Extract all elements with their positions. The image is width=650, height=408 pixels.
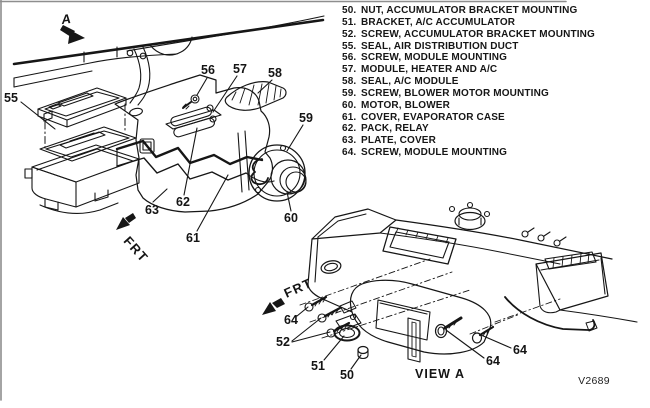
evaporator-case [24,144,140,214]
part-number: 58. [342,76,357,88]
heater-opening [382,226,457,265]
part-number: 60. [342,99,357,111]
cowl-panel [307,208,638,323]
callout-64-right-upper: 64 [513,342,527,357]
evaporator-end-box [535,251,609,314]
accumulator-bracket [333,300,362,342]
part-name: NUT, ACCUMULATOR BRACKET MOUNTING [361,5,578,16]
parts-list-item: 58. SEAL, A/C MODULE [342,76,642,88]
relay-pack [165,104,222,138]
leader-lines-view-a [291,306,512,370]
parts-list-item: 59. SCREW, BLOWER MOTOR MOUNTING [342,88,642,100]
parts-list-item: 50. NUT, ACCUMULATOR BRACKET MOUNTING [342,5,642,17]
part-name: COVER, EVAPORATOR CASE [361,111,505,123]
part-number: 55. [342,40,357,52]
part-name: SCREW, MODULE MOUNTING [361,147,508,159]
section-a-label: A [60,10,72,28]
parts-list-item: 56. SCREW, MODULE MOUNTING [342,52,642,64]
ac-module-seal [224,81,287,111]
parts-list-item: 55. SEAL, AIR DISTRIBUTION DUCT [342,41,642,53]
part-number: 61. [342,111,357,123]
callout-64-right-lower: 64 [486,353,500,368]
callout-52: 52 [276,334,290,349]
mounting-screws-right [434,316,495,344]
alignment-lines [44,103,126,152]
mounting-nut [357,345,369,360]
callout-64-left: 64 [284,312,298,327]
part-number: 62. [342,123,357,135]
part-name: MODULE, HEATER AND A/C [361,64,498,76]
scan-border [0,0,567,401]
section-a-arrow [60,25,85,44]
frt-arrow-exploded [116,213,136,230]
callout-57: 57 [233,61,247,76]
callout-51: 51 [311,358,325,373]
module-under-cowl [349,279,492,363]
part-number: 56. [342,52,357,64]
seal-frame [39,126,137,162]
part-name: SEAL, A/C MODULE [361,76,459,88]
part-name: PLATE, COVER [361,135,436,147]
part-name: SCREW, MODULE MOUNTING [361,52,508,64]
mounting-screws-left [304,295,351,338]
callout-60: 60 [284,210,298,225]
part-name: BRACKET, A/C ACCUMULATOR [361,16,516,28]
callout-56: 56 [201,62,215,77]
parts-list-item: 63. PLATE, COVER [342,135,642,147]
part-name: SEAL, AIR DISTRIBUTION DUCT [361,40,519,52]
hooked-tube [504,296,598,332]
callout-62: 62 [176,194,190,209]
frt-arrow-view-a [262,298,285,315]
part-name: PACK, RELAY [361,123,429,135]
module-screw [182,94,200,110]
parts-list-item: 62. PACK, RELAY [342,123,642,135]
parts-list-item: 51. BRACKET, A/C ACCUMULATOR [342,17,642,29]
duct-cover [37,87,127,128]
part-number: 64. [342,147,357,159]
callout-50: 50 [340,367,354,382]
projection-lines [299,258,561,339]
parts-list-item: 61. COVER, EVAPORATOR CASE [342,112,642,124]
part-name: SCREW, ACCUMULATOR BRACKET MOUNTING [361,28,595,40]
parts-list-item: 64. SCREW, MODULE MOUNTING [342,147,642,159]
part-number: 59. [342,87,357,99]
leader-lines-exploded [20,75,304,232]
parts-list-item: 57. MODULE, HEATER AND A/C [342,64,642,76]
part-number: 63. [342,135,357,147]
parts-list-item: 52. SCREW, ACCUMULATOR BRACKET MOUNTING [342,29,642,41]
callout-58: 58 [268,65,282,80]
view-a-drawing [262,201,638,370]
part-name: MOTOR, BLOWER [361,99,450,111]
heater-ac-module [114,74,274,213]
parts-list-item: 60. MOTOR, BLOWER [342,100,642,112]
cowl-studs [521,227,567,247]
view-a-title: VIEW A [415,366,465,381]
dash-panel [12,15,325,117]
figure-code: V2689 [578,374,610,387]
callout-59: 59 [299,110,313,125]
callout-61: 61 [186,230,200,245]
exploded-view-drawing [12,15,325,232]
callout-55: 55 [4,90,18,105]
blower-housing-cap [448,201,491,231]
parts-list: 50. NUT, ACCUMULATOR BRACKET MOUNTING 51. B… [342,5,642,159]
blower-motor [248,144,307,202]
part-number: 51. [342,16,357,28]
callout-63: 63 [145,202,159,217]
part-number: 50. [342,5,357,16]
part-number: 57. [342,64,357,76]
part-number: 52. [342,28,357,40]
part-name: SCREW, BLOWER MOTOR MOUNTING [361,87,549,99]
